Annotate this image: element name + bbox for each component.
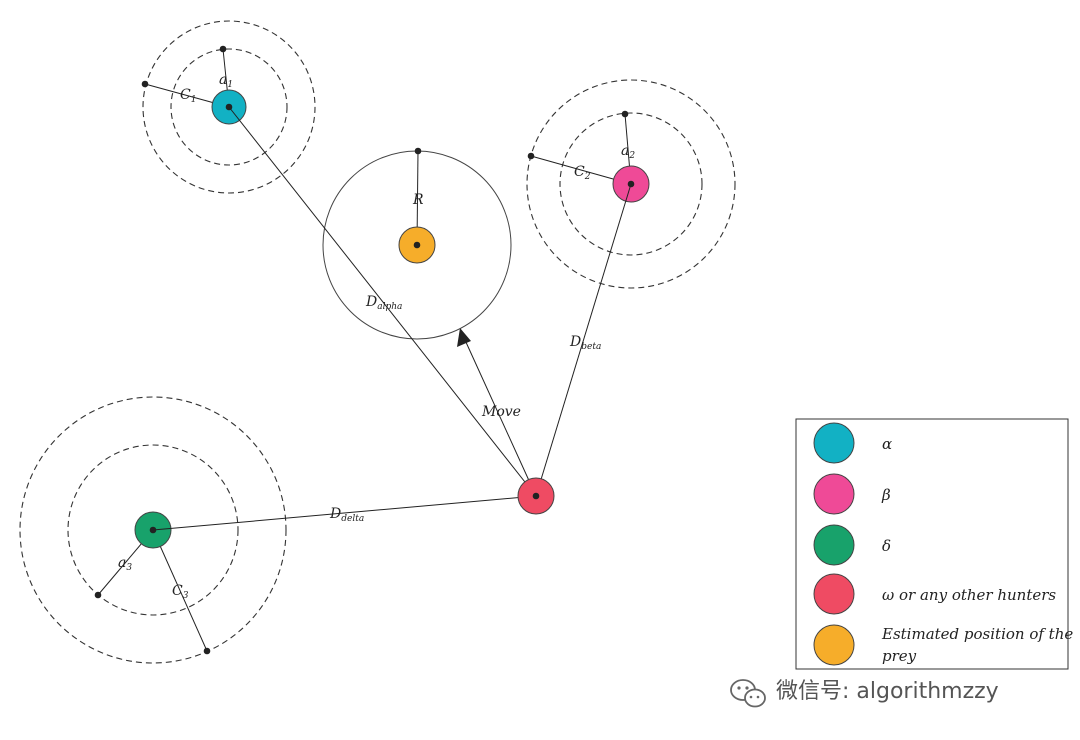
legend-label-beta: β (881, 486, 891, 504)
beta-c2-endpoint (527, 152, 535, 160)
d-alpha-label: Dalpha (365, 294, 402, 312)
prey-group: R (322, 147, 512, 340)
d-delta-line (152, 495, 537, 531)
alpha-c1-endpoint (141, 80, 149, 88)
legend-label-prey-line2: prey (882, 647, 917, 665)
legend: α β δ ω or any other hunters Estimated p… (795, 418, 1073, 670)
delta-c3-endpoint (203, 647, 211, 655)
delta-c3-label: C3 (172, 583, 189, 601)
delta-c3-line (152, 529, 208, 652)
legend-swatch-alpha (813, 422, 855, 464)
d-alpha-line (228, 106, 537, 497)
alpha-c1-label: C1 (180, 87, 196, 105)
move-arrow-head (457, 328, 471, 347)
delta-a3-endpoint (94, 591, 102, 599)
prey-r-endpoint (414, 147, 422, 155)
delta-outer-ring (19, 396, 287, 664)
delta-group: a3 C3 (19, 396, 287, 664)
delta-a3-label: a3 (118, 555, 132, 573)
beta-a2-label: a2 (621, 143, 635, 161)
alpha-inner-ring (170, 48, 288, 166)
legend-label-omega: ω or any other hunters (882, 586, 1056, 604)
beta-a2-endpoint (621, 110, 629, 118)
move-label: Move (481, 404, 521, 420)
legend-swatch-beta (813, 473, 855, 515)
legend-swatch-prey (813, 624, 855, 666)
watermark: 微信号: algorithmzzy (730, 679, 999, 708)
alpha-outer-ring (142, 20, 316, 194)
d-beta-line (535, 183, 632, 497)
legend-label-delta: δ (882, 537, 891, 555)
d-beta-label: Dbeta (569, 334, 601, 352)
alpha-a1-label: a1 (219, 72, 233, 90)
prey-r-label: R (412, 192, 424, 208)
legend-swatch-omega (813, 573, 855, 615)
legend-label-alpha: α (882, 435, 892, 453)
alpha-a1-endpoint (219, 45, 227, 53)
prey-center (413, 241, 421, 249)
beta-inner-ring (559, 112, 703, 256)
delta-inner-ring (67, 444, 239, 616)
d-delta-label: Ddelta (329, 506, 364, 524)
omega-center (532, 492, 540, 500)
legend-swatch-delta (813, 524, 855, 566)
legend-label-prey: Estimated position of the (881, 625, 1073, 643)
move-arrow-line (464, 339, 537, 497)
omega-group: Dalpha Dbeta Ddelta Move (152, 106, 632, 531)
wechat-icon (730, 679, 766, 708)
alpha-group: a1 C1 (141, 20, 316, 194)
beta-outer-ring (526, 79, 736, 289)
watermark-text: 微信号: algorithmzzy (776, 679, 999, 704)
beta-c2-label: C2 (574, 164, 591, 182)
